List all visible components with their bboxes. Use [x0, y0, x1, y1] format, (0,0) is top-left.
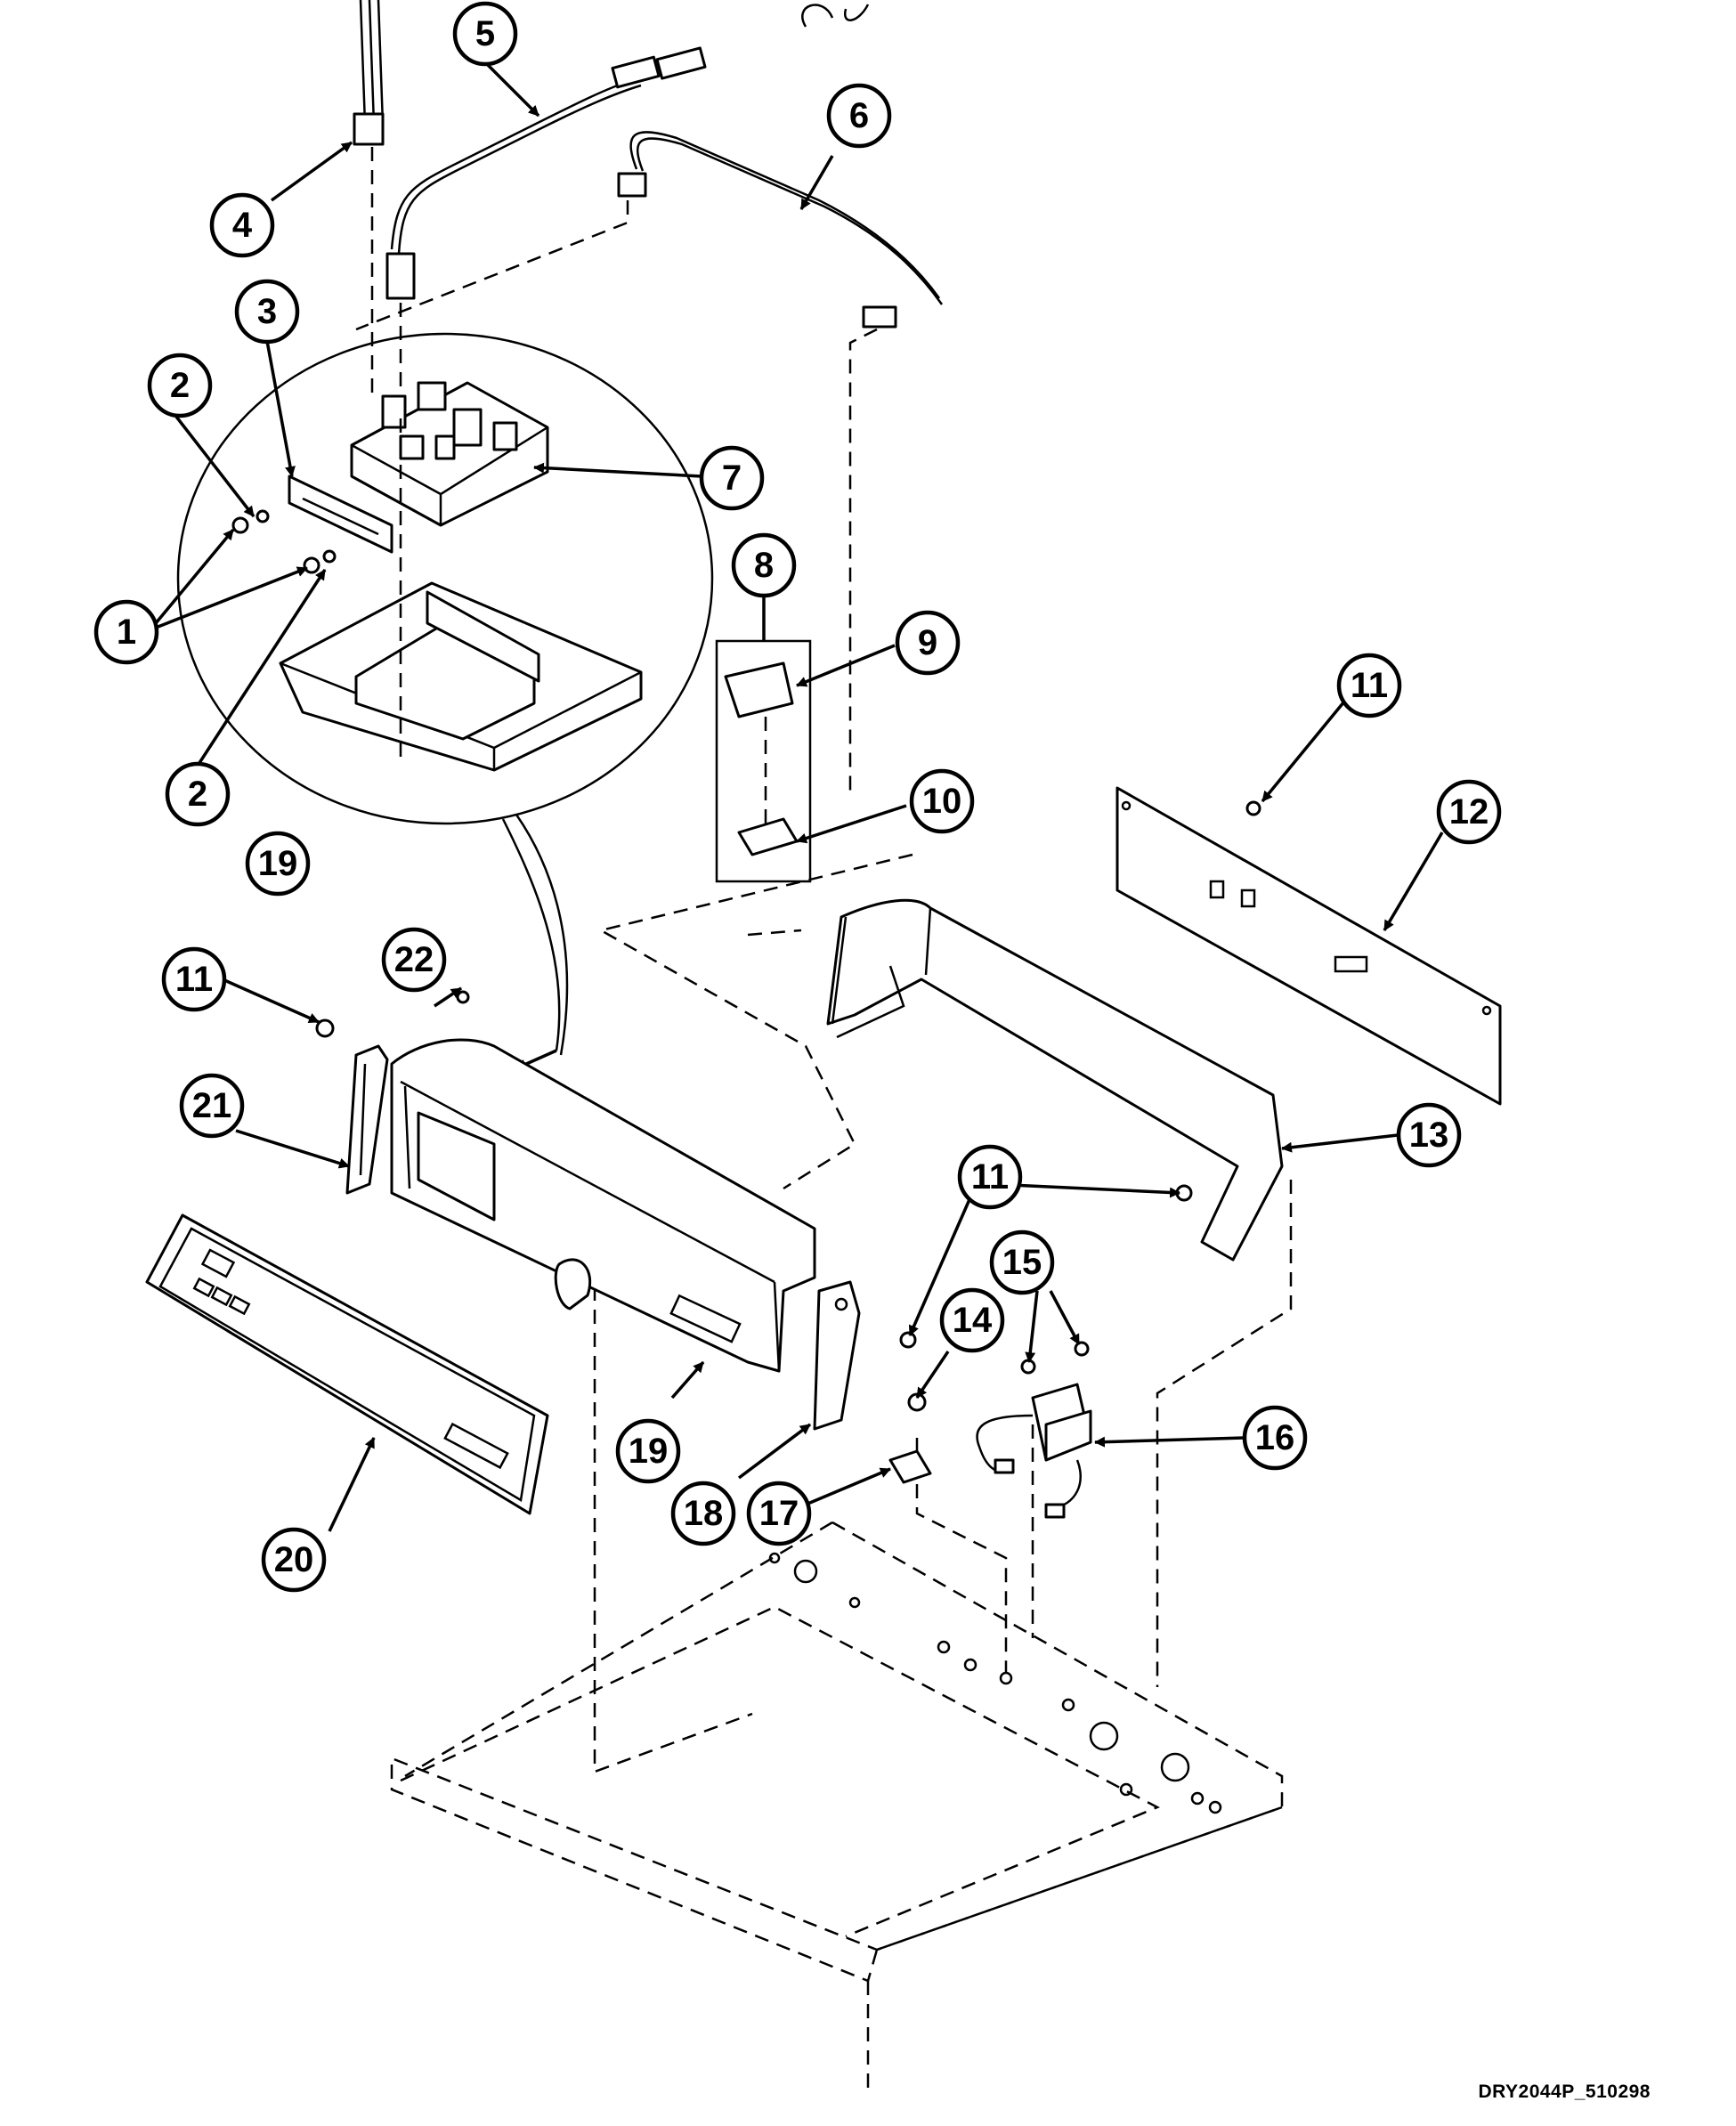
svg-text:10: 10	[922, 782, 962, 821]
control-housing-detail	[279, 418, 643, 772]
screw-group	[231, 509, 337, 574]
console-frame-13	[826, 898, 1293, 1687]
svg-text:6: 6	[849, 96, 869, 135]
callout-19-upper: 19	[245, 831, 311, 897]
svg-text:12: 12	[1449, 792, 1489, 832]
control-housing-19	[390, 1038, 816, 1373]
callout-20: 20	[261, 1527, 327, 1593]
end-cap-18	[813, 1280, 861, 1431]
svg-text:19: 19	[629, 1432, 669, 1471]
callout-3: 3	[234, 279, 300, 345]
callout-2-upper: 2	[147, 353, 213, 418]
wire-harness-4	[353, 0, 385, 401]
callout-7: 7	[699, 445, 765, 511]
overlay-panel-20	[145, 1213, 549, 1515]
svg-text:1: 1	[117, 613, 136, 652]
svg-text:19: 19	[258, 844, 298, 883]
svg-text:2: 2	[188, 775, 207, 814]
svg-text:7: 7	[722, 458, 742, 498]
cabinet-top	[390, 1521, 1284, 2092]
callout-1: 1	[93, 599, 159, 665]
callout-12: 12	[1436, 779, 1502, 845]
callout-4: 4	[209, 192, 275, 258]
callout-14: 14	[939, 1287, 1005, 1353]
svg-text:11: 11	[971, 1157, 1009, 1197]
callout-18: 18	[670, 1481, 736, 1546]
svg-text:18: 18	[684, 1494, 724, 1533]
callout-6: 6	[826, 83, 892, 149]
svg-text:14: 14	[953, 1301, 993, 1340]
back-panel-12	[1115, 786, 1502, 1106]
svg-text:22: 22	[394, 940, 434, 979]
alignment-guides	[593, 853, 1034, 1773]
bracket-3	[288, 475, 393, 554]
callout-5: 5	[452, 1, 518, 67]
svg-text:11: 11	[175, 960, 213, 999]
wire-harness-5	[385, 46, 707, 418]
svg-text:15: 15	[1002, 1243, 1042, 1282]
svg-text:16: 16	[1255, 1418, 1295, 1457]
svg-text:11: 11	[971, 1157, 1009, 1197]
svg-text:13: 13	[1409, 1116, 1449, 1155]
stray-scribble	[801, 4, 870, 28]
wire-harness-6	[355, 131, 944, 792]
callout-11-left: 11	[161, 946, 227, 1012]
callout-10: 10	[909, 768, 975, 834]
end-cap-21	[345, 1044, 389, 1195]
svg-text:5: 5	[475, 14, 495, 53]
callouts: 1 2 2 3 4 5 6 7 8 9 10 11 11 11 11 12 13…	[93, 1, 1502, 1593]
callout-13: 13	[1396, 1102, 1462, 1168]
svg-text:3: 3	[257, 292, 277, 331]
callout-19-lower: 19	[615, 1418, 681, 1484]
svg-text:17: 17	[759, 1494, 799, 1533]
control-board-7	[350, 381, 549, 527]
callout-2-lower: 2	[165, 761, 231, 827]
callout-21: 21	[179, 1073, 245, 1139]
callout-11-top-right: 11	[1336, 653, 1402, 718]
callout-16: 16	[1242, 1405, 1308, 1471]
leader-lines	[154, 61, 1444, 1532]
svg-text:4: 4	[232, 206, 253, 245]
callout-22: 22	[381, 927, 447, 993]
svg-text:11: 11	[1351, 666, 1388, 705]
svg-text:2: 2	[170, 366, 190, 405]
svg-text:21: 21	[192, 1086, 232, 1125]
callout-11-mid: 11	[957, 1144, 1023, 1210]
callout-9: 9	[895, 610, 961, 676]
sensor-kit-8	[715, 595, 812, 883]
small-fasteners	[315, 800, 1261, 1484]
svg-text:9: 9	[918, 623, 937, 662]
callout-15: 15	[989, 1229, 1055, 1295]
callout-17: 17	[746, 1481, 812, 1546]
callout-8: 8	[731, 532, 797, 598]
svg-text:20: 20	[274, 1540, 314, 1579]
svg-text:8: 8	[754, 546, 774, 585]
transformer-16	[976, 1383, 1092, 1519]
drawing-id-label: DRY2044P_510298	[1478, 2081, 1651, 2102]
